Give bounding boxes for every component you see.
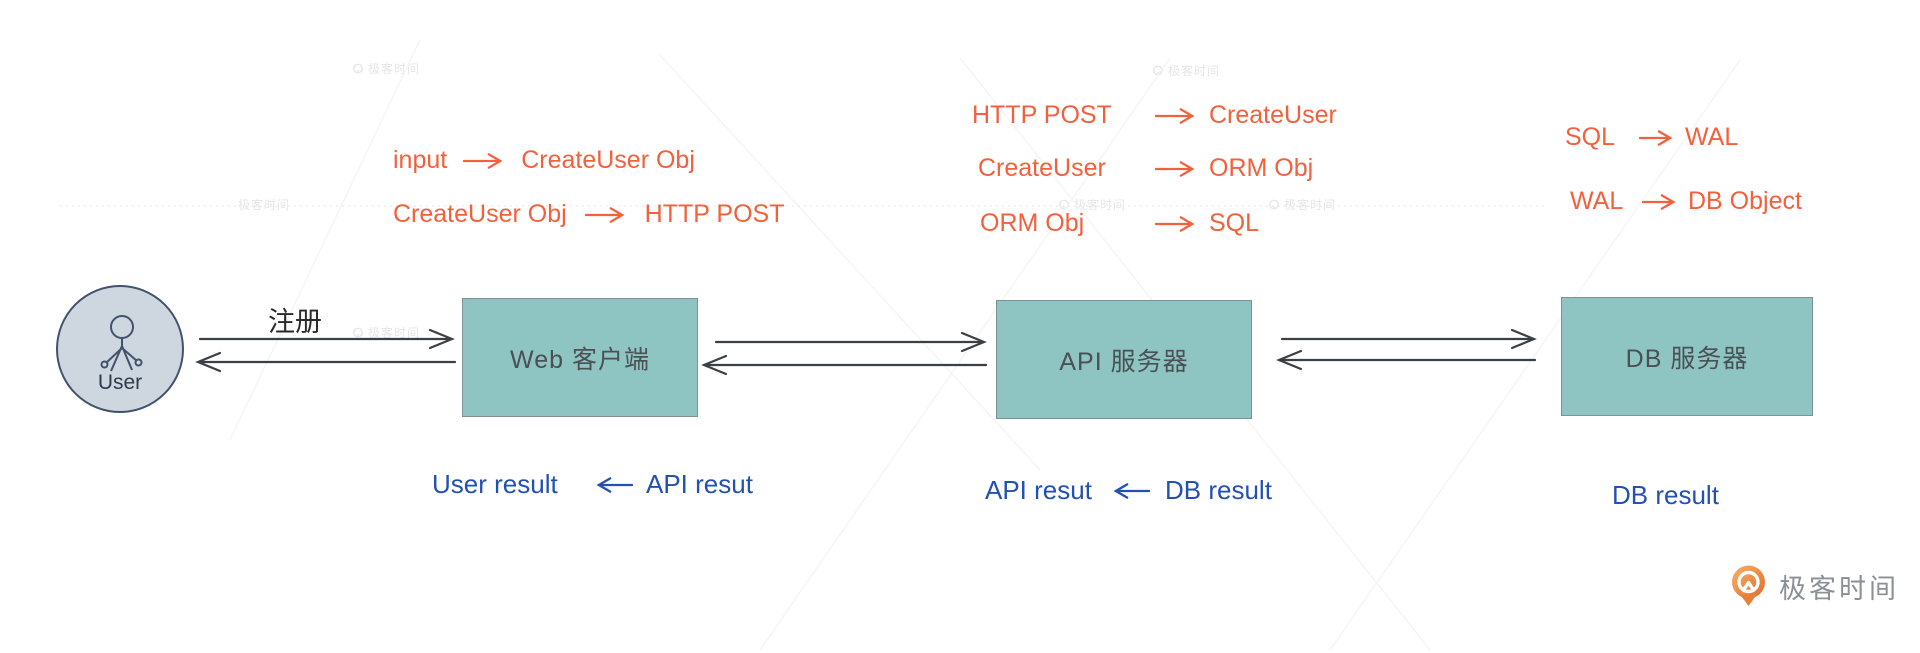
watermark: 极客时间	[238, 196, 290, 213]
result-web-row: User result API resut	[432, 469, 753, 500]
transform-api-row-1: HTTP POST CreateUser	[972, 101, 1337, 130]
node-api-label: API 服务器	[1059, 347, 1189, 376]
arrow-right-icon	[463, 152, 503, 169]
watermark-text: 极客时间	[1074, 198, 1127, 212]
result-to: User result	[432, 469, 558, 499]
transform-from: input	[393, 146, 448, 174]
arrow-left-icon	[596, 476, 633, 493]
result-to: API resut	[985, 475, 1092, 505]
arrow-web-to-api	[714, 331, 987, 353]
arrow-api-to-db	[1280, 328, 1537, 350]
actor-user: User	[56, 285, 184, 413]
result-from: DB result	[1165, 475, 1272, 505]
arrow-right-icon	[1155, 215, 1195, 232]
actor-label: User	[97, 371, 143, 394]
edge-label-register: 注册	[268, 307, 322, 337]
transform-db-row-1: SQL WAL	[1565, 123, 1738, 152]
brand-name: 极客时间	[1779, 573, 1899, 604]
transform-to: CreateUser	[1209, 101, 1337, 129]
watermark-logo-icon	[353, 63, 363, 73]
arrow-right-icon	[1639, 129, 1673, 146]
watermark-logo-icon	[1269, 199, 1279, 209]
transform-api-row-3: ORM Obj SQL	[980, 209, 1259, 238]
transform-to: SQL	[1209, 209, 1260, 237]
arrow-user-to-web	[198, 328, 455, 350]
brand-logo-icon	[1732, 565, 1765, 606]
transform-db-row-2: WAL DB Object	[1570, 187, 1802, 216]
result-from: API resut	[646, 469, 753, 499]
watermark: 极客时间	[352, 324, 420, 341]
watermark-logo-icon	[353, 327, 363, 337]
brand-logo: 极客时间	[1726, 564, 1899, 608]
arrow-right-icon	[584, 206, 625, 223]
node-db-server: DB 服务器	[1561, 297, 1813, 416]
person-icon	[100, 315, 143, 372]
arrow-api-to-web	[701, 354, 988, 376]
transform-from: CreateUser	[978, 154, 1106, 182]
transform-from: SQL	[1565, 123, 1616, 151]
transform-to: WAL	[1685, 123, 1739, 151]
node-web-client: Web 客户端	[462, 298, 698, 417]
result-api-row: API resut DB result	[985, 475, 1272, 506]
arrow-right-icon	[1155, 160, 1195, 177]
transform-to: DB Object	[1688, 187, 1802, 215]
transform-web-row-2: CreateUser Obj HTTP POST	[393, 200, 785, 229]
result-label: DB result	[1612, 480, 1719, 510]
watermark-text: 极客时间	[368, 62, 421, 76]
transform-to: HTTP POST	[644, 200, 785, 228]
transform-to: ORM Obj	[1209, 154, 1314, 182]
node-api-server: API 服务器	[996, 300, 1252, 419]
arrow-right-icon	[1155, 107, 1195, 124]
transform-to: CreateUser Obj	[521, 146, 695, 174]
transform-api-row-2: CreateUser ORM Obj	[978, 154, 1313, 183]
watermark: 极客时间	[1268, 196, 1336, 213]
node-web-label: Web 客户端	[510, 345, 650, 374]
transform-from: ORM Obj	[980, 209, 1085, 237]
watermark-lines	[229, 39, 1741, 651]
arrow-right-icon	[1642, 193, 1676, 210]
node-db-label: DB 服务器	[1625, 344, 1749, 373]
transform-from: CreateUser Obj	[393, 200, 567, 228]
result-db-row: DB result	[1612, 480, 1719, 511]
watermark-text: 极客时间	[238, 198, 291, 212]
arrow-left-icon	[1113, 482, 1150, 499]
transform-from: WAL	[1570, 187, 1624, 215]
arrow-web-to-user	[195, 351, 457, 373]
watermark: 极客时间	[352, 60, 420, 77]
watermark-text: 极客时间	[368, 326, 421, 340]
watermark-text: 极客时间	[1284, 198, 1337, 212]
arrow-db-to-api	[1276, 349, 1537, 371]
transform-web-row-1: input CreateUser Obj	[393, 146, 695, 175]
flow-arrows	[195, 328, 1537, 376]
watermark-text: 极客时间	[1168, 64, 1221, 78]
transform-from: HTTP POST	[972, 101, 1112, 129]
